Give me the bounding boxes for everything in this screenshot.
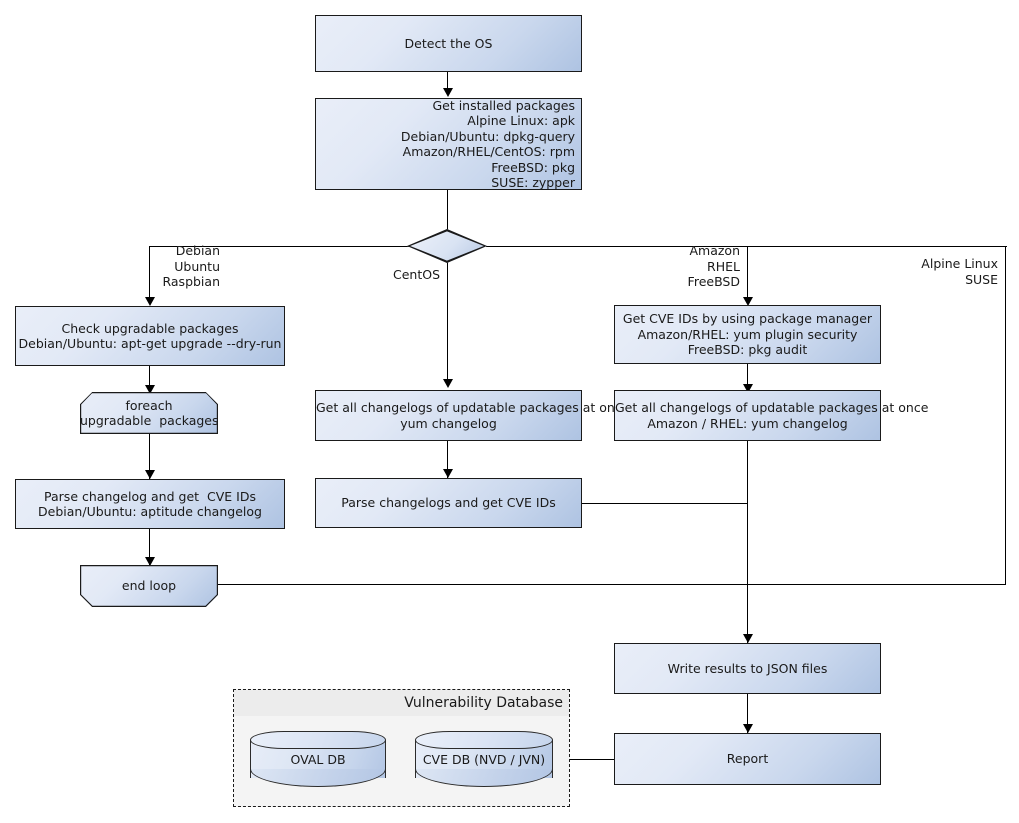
edge-label-alpine: Alpine Linux SUSE xyxy=(921,256,998,287)
node-report[interactable]: Report xyxy=(614,733,881,785)
connector-check-to-foreach xyxy=(149,366,151,393)
database-oval-db[interactable]: OVAL DB xyxy=(250,731,386,787)
connector-alpine-down xyxy=(1005,246,1007,585)
connector-decision-left xyxy=(149,246,411,248)
connector-detect-to-packages xyxy=(447,72,449,93)
decision-fill xyxy=(407,229,487,263)
arrow-parse-to-endloop xyxy=(145,557,155,566)
arrow-changelogs-to-parse-centos xyxy=(443,469,453,478)
arrow-decision-to-get-cve-ids xyxy=(743,297,753,306)
node-parse-changelogs-centos-label: Parse changelogs and get CVE IDs xyxy=(341,495,556,511)
oval-db-top xyxy=(250,731,386,749)
node-check-upgradable-packages[interactable]: Check upgradable packages Debian/Ubuntu:… xyxy=(15,306,285,366)
cve-db-top xyxy=(415,731,553,749)
connector-decision-amazon-down xyxy=(747,246,749,304)
node-get-installed-packages-label: Get installed packages Alpine Linux: apk… xyxy=(400,97,575,191)
arrow-foreach-to-parse xyxy=(145,470,155,479)
node-parse-changelog-debian[interactable]: Parse changelog and get CVE IDs Debian/U… xyxy=(15,479,285,529)
database-cve-db[interactable]: CVE DB (NVD / JVN) xyxy=(415,731,553,787)
node-report-label: Report xyxy=(726,751,769,767)
connector-amazon-to-write xyxy=(747,441,749,644)
node-end-loop-label: end loop xyxy=(121,578,177,594)
decision-os-type[interactable] xyxy=(407,229,487,263)
node-detect-os[interactable]: Detect the OS xyxy=(315,15,582,72)
node-write-results[interactable]: Write results to JSON files xyxy=(614,643,881,694)
node-get-installed-packages[interactable]: Get installed packages Alpine Linux: apk… xyxy=(315,98,582,190)
arrow-write-to-report xyxy=(743,724,753,733)
cve-db-label: CVE DB (NVD / JVN) xyxy=(422,751,546,767)
node-end-loop[interactable]: end loop xyxy=(80,565,218,607)
arrow-decision-to-changelogs-centos xyxy=(443,379,453,388)
oval-db-label: OVAL DB xyxy=(290,751,346,767)
node-get-changelogs-centos-label: Get all changelogs of updatable packages… xyxy=(316,400,629,431)
edge-label-centos: CentOS xyxy=(392,267,440,282)
node-foreach-loop-label: foreach upgradable packages xyxy=(80,397,219,428)
connector-packages-to-decision xyxy=(447,190,449,232)
node-foreach-loop[interactable]: foreach upgradable packages xyxy=(80,392,218,434)
node-get-cve-ids-package-manager[interactable]: Get CVE IDs by using package manager Ama… xyxy=(614,305,881,364)
edge-label-amazon: Amazon RHEL FreeBSD xyxy=(687,243,740,289)
connector-parse-centos-right xyxy=(582,503,748,505)
connector-vulndb-to-report xyxy=(570,759,615,761)
node-check-upgradable-packages-label: Check upgradable packages Debian/Ubuntu:… xyxy=(18,320,282,352)
connector-changelogs-to-parse-centos xyxy=(447,441,449,478)
node-parse-changelog-debian-label: Parse changelog and get CVE IDs Debian/U… xyxy=(38,488,262,520)
connector-parse-to-endloop xyxy=(149,529,151,565)
foreach-shape xyxy=(80,392,218,434)
node-write-results-label: Write results to JSON files xyxy=(667,660,828,676)
connector-foreach-to-parse xyxy=(149,434,151,479)
vulnerability-database-title: Vulnerability Database xyxy=(234,690,569,716)
arrow-check-to-foreach xyxy=(145,385,155,394)
edge-label-debian: Debian Ubuntu Raspbian xyxy=(162,243,220,289)
connector-decision-left-down xyxy=(149,246,151,304)
arrow-decision-to-check-upgradable xyxy=(145,297,155,306)
connector-write-to-report xyxy=(747,694,749,733)
connector-endloop-right xyxy=(218,584,1006,586)
node-get-changelogs-centos[interactable]: Get all changelogs of updatable packages… xyxy=(315,390,629,441)
node-detect-os-label: Detect the OS xyxy=(404,35,493,51)
arrow-to-write-results xyxy=(743,634,753,643)
node-get-changelogs-amazon[interactable]: Get all changelogs of updatable packages… xyxy=(614,390,929,441)
node-get-changelogs-amazon-label: Get all changelogs of updatable packages… xyxy=(615,400,929,431)
end-loop-shape xyxy=(80,565,218,607)
connector-cveids-to-changelogs-amazon xyxy=(747,364,749,392)
connector-decision-centos xyxy=(447,262,449,384)
connector-decision-right xyxy=(486,246,1007,248)
node-parse-changelogs-centos[interactable]: Parse changelogs and get CVE IDs xyxy=(315,478,582,528)
arrow-detect-to-packages xyxy=(443,88,453,97)
arrow-cveids-to-changelogs-amazon xyxy=(743,384,753,393)
node-get-cve-ids-package-manager-label: Get CVE IDs by using package manager Ama… xyxy=(622,311,873,358)
